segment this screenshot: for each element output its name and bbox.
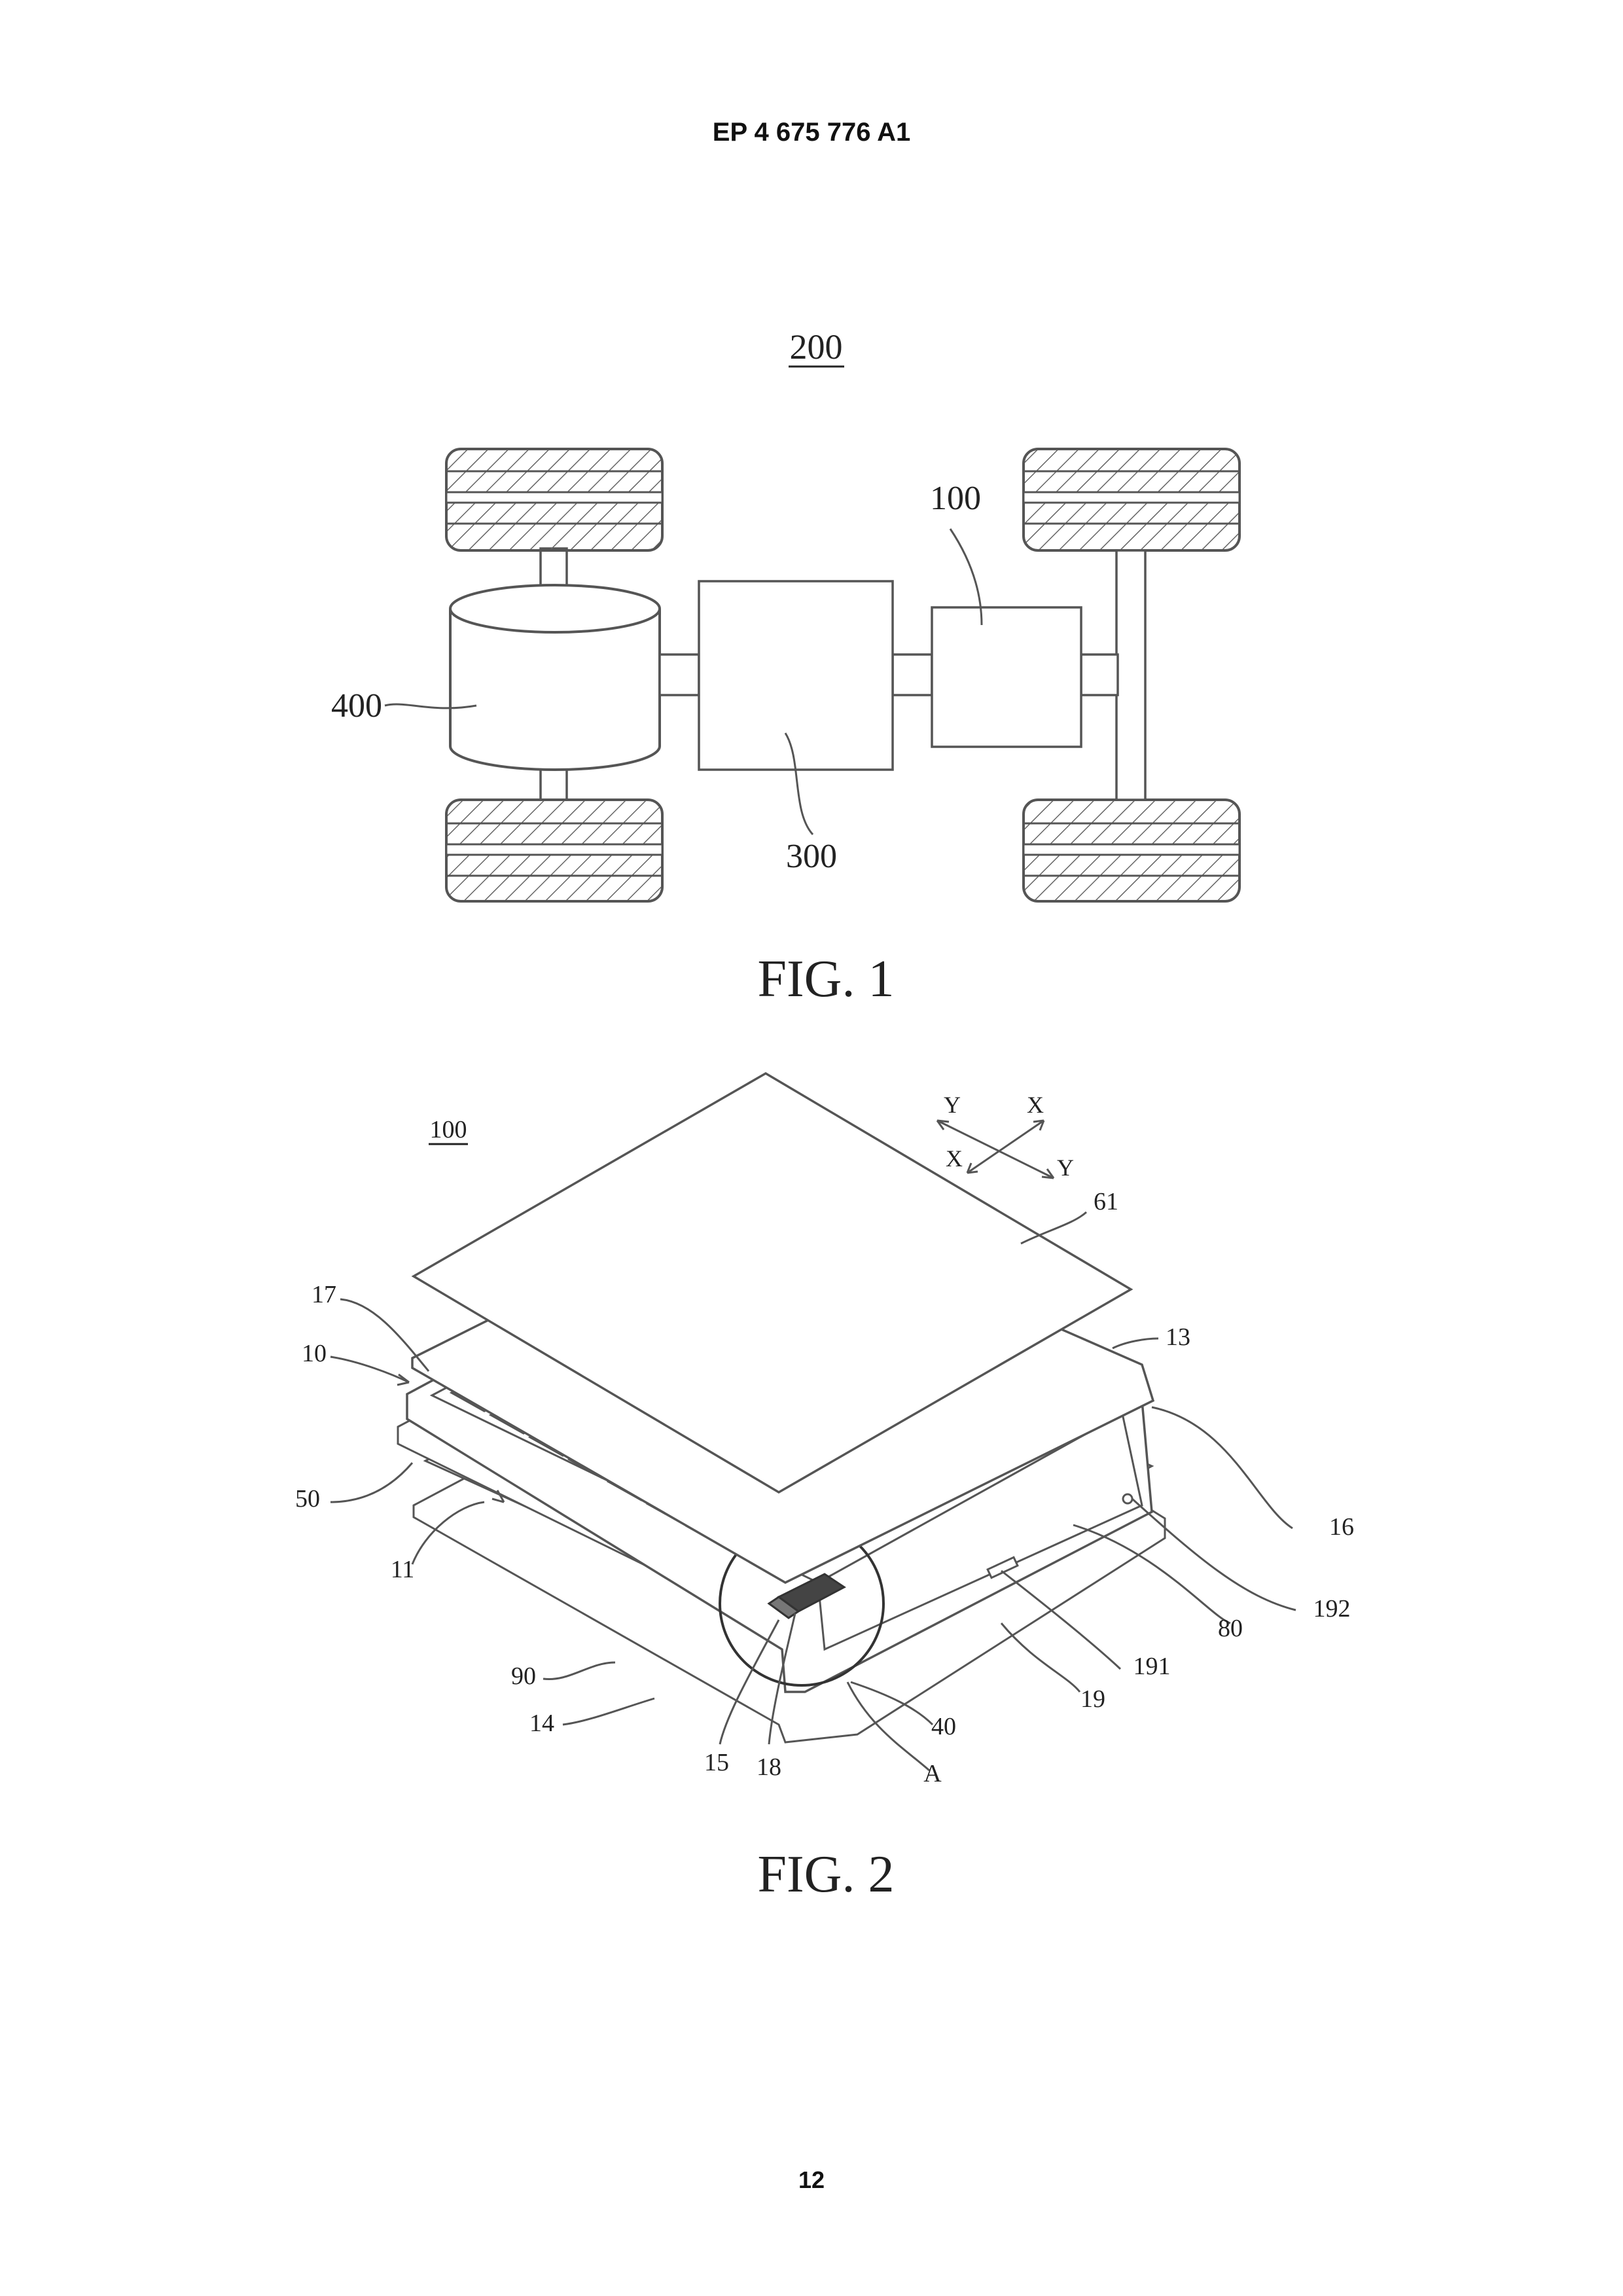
connector-400-300 — [660, 655, 699, 695]
connector-300-100 — [893, 655, 932, 695]
fig1-drawing: 200 — [331, 327, 1240, 901]
label-18: 18 — [757, 1753, 781, 1781]
label-14: 14 — [529, 1710, 554, 1737]
fig1-ref-battery: 100 — [930, 480, 981, 517]
label-80: 80 — [1218, 1615, 1243, 1642]
left-axle-top — [541, 548, 567, 588]
label-17: 17 — [312, 1281, 336, 1308]
label-50: 50 — [295, 1485, 320, 1513]
connector-100-axle — [1081, 655, 1118, 695]
axis-y-bottom: Y — [1057, 1155, 1074, 1181]
fig2-drawing: 100 Y X X Y — [295, 1073, 1354, 1787]
label-90: 90 — [511, 1662, 536, 1690]
label-40: 40 — [931, 1713, 956, 1740]
axis-indicator: Y X X Y — [937, 1092, 1074, 1181]
fig1-ref-vehicle: 200 — [790, 327, 843, 367]
fig1-ref-motor: 300 — [786, 838, 837, 875]
label-19: 19 — [1080, 1685, 1105, 1713]
label-192: 192 — [1313, 1595, 1351, 1623]
battery-box — [932, 607, 1081, 747]
motor-box — [699, 581, 893, 770]
label-191: 191 — [1133, 1653, 1171, 1680]
label-15: 15 — [704, 1749, 729, 1776]
axis-x-top: X — [1027, 1092, 1044, 1118]
label-10: 10 — [302, 1340, 327, 1367]
fig2-caption: FIG. 2 — [758, 1846, 895, 1903]
fig2-ref-battery: 100 — [430, 1116, 467, 1143]
label-A: A — [923, 1760, 942, 1787]
wheel-bottom-right — [1024, 800, 1240, 901]
label-61: 61 — [1094, 1188, 1118, 1215]
port-192 — [1123, 1494, 1132, 1503]
label-13: 13 — [1166, 1323, 1190, 1351]
page-number: 12 — [0, 2166, 1623, 2194]
axis-y-top: Y — [944, 1092, 961, 1118]
wheel-top-left — [446, 449, 662, 550]
controller-cylinder — [450, 585, 660, 770]
axis-x-bottom: X — [946, 1145, 963, 1172]
wheel-top-right — [1024, 449, 1240, 550]
wheel-bottom-left — [446, 800, 662, 901]
fig1-caption: FIG. 1 — [758, 950, 895, 1008]
right-axle — [1116, 550, 1145, 800]
label-11: 11 — [391, 1556, 415, 1583]
label-16: 16 — [1329, 1513, 1354, 1541]
fig1-ref-controller: 400 — [331, 687, 382, 725]
